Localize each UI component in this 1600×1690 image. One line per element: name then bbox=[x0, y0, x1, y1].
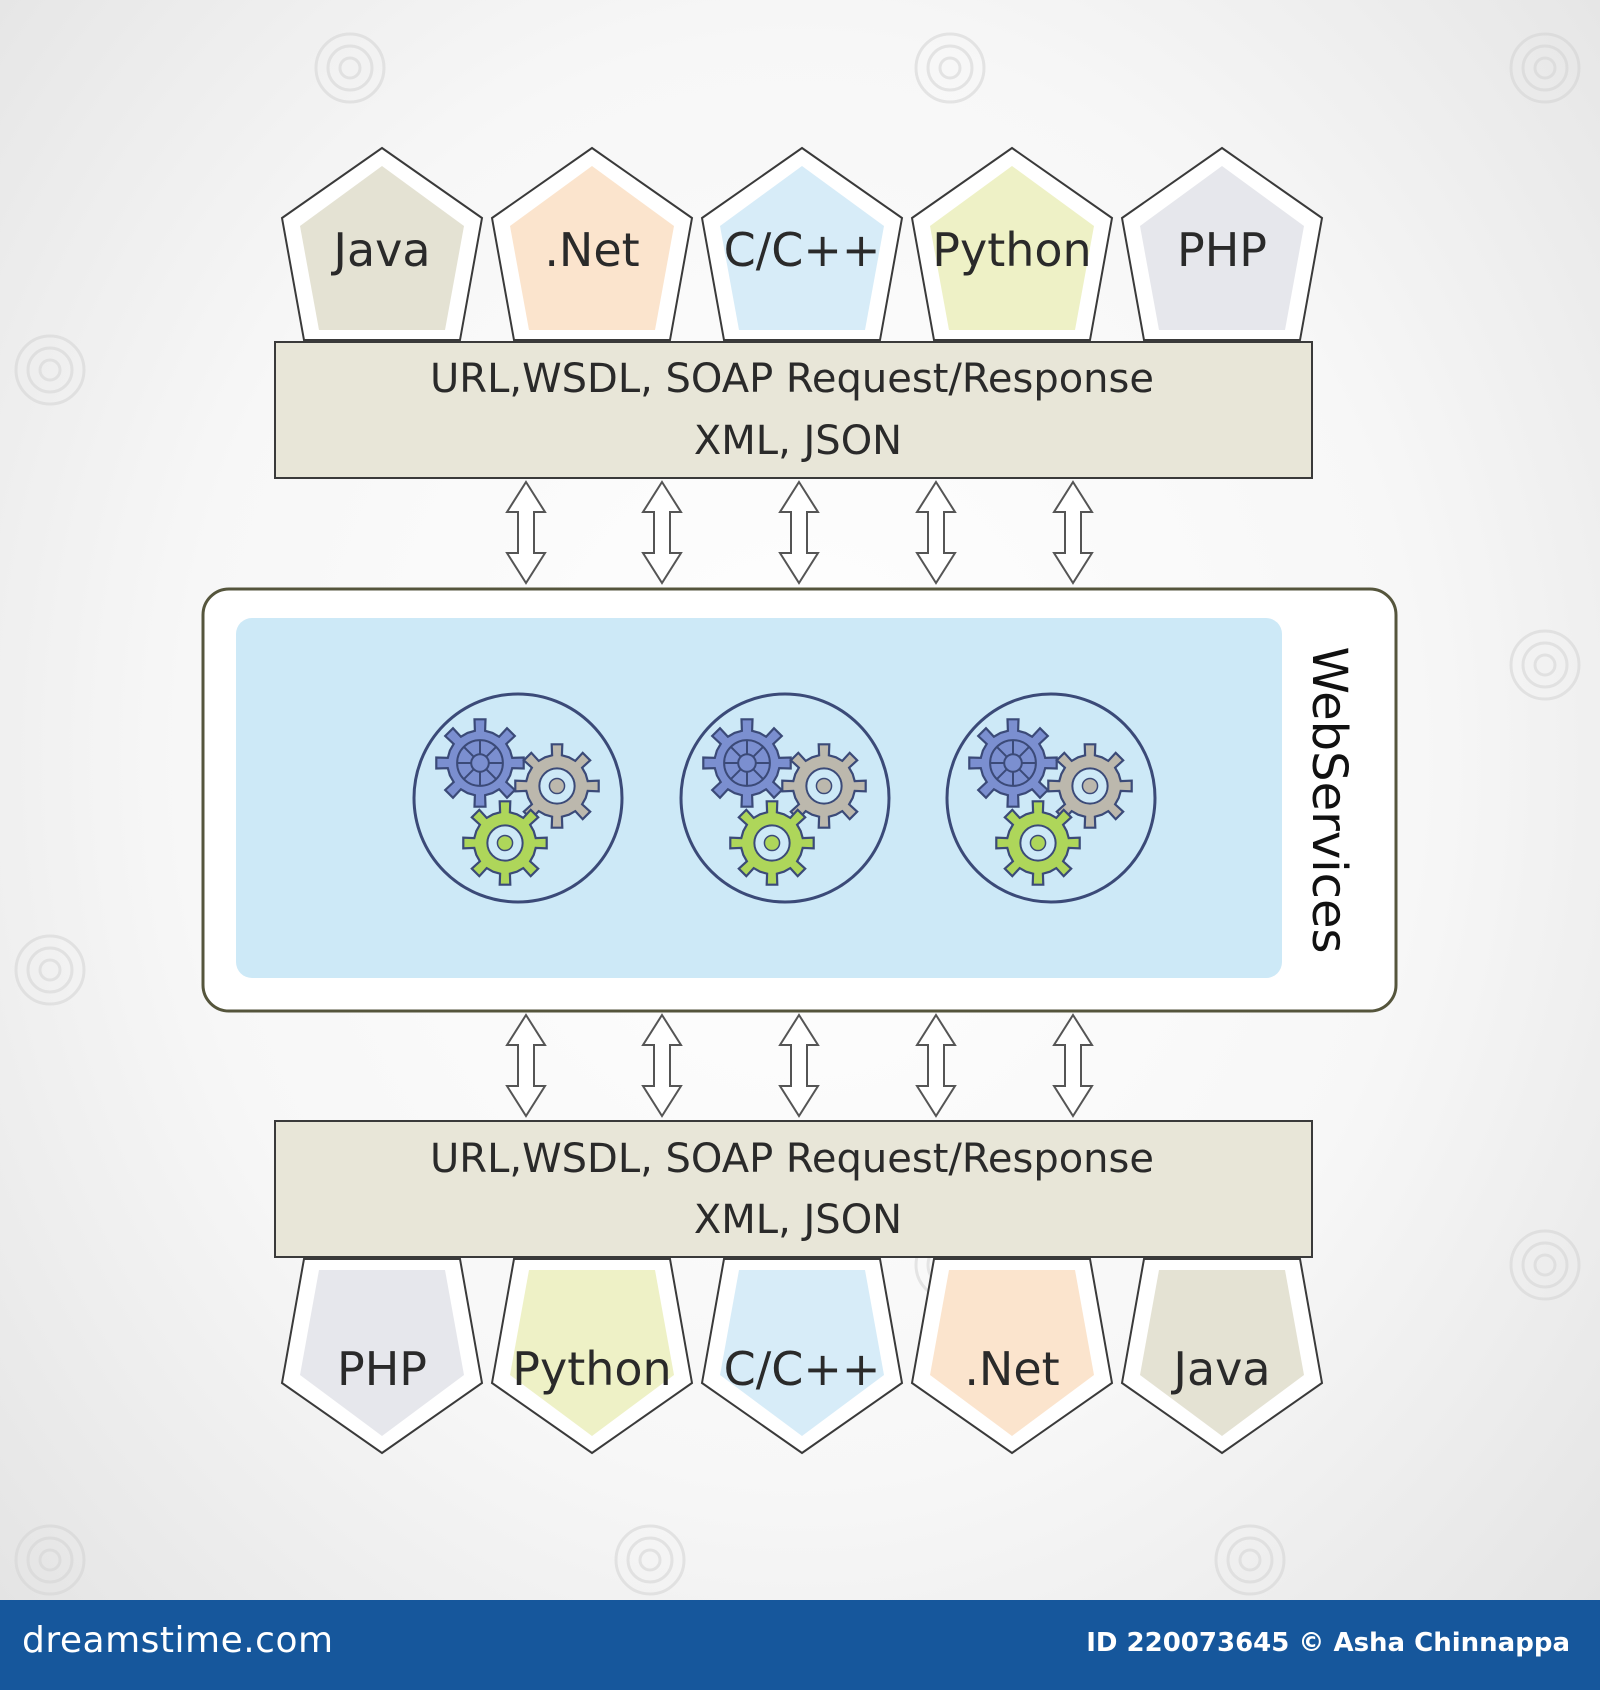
gears-icon bbox=[412, 692, 624, 904]
language-badge-php: PHP bbox=[1120, 146, 1324, 341]
language-badge-net: .Net bbox=[910, 1258, 1114, 1455]
top-protocol-line-1: URL,WSDL, SOAP Request/Response bbox=[430, 356, 1154, 402]
watermark-spiral-icon bbox=[14, 934, 86, 1006]
watermark-spiral-icon bbox=[1509, 629, 1581, 701]
language-label: C/C++ bbox=[724, 223, 881, 277]
top-language-row: Java .Net C/C++ Python PHP bbox=[280, 146, 1324, 341]
language-label: Java bbox=[1170, 1342, 1270, 1396]
language-label: .Net bbox=[544, 223, 639, 277]
watermark-spiral-icon bbox=[14, 334, 86, 406]
green-gear-icon bbox=[462, 800, 548, 886]
language-badge-net: .Net bbox=[490, 146, 694, 341]
language-label: Python bbox=[512, 1342, 671, 1396]
blue-gear-icon bbox=[968, 718, 1058, 808]
double-arrow-icon bbox=[505, 480, 547, 585]
language-label: .Net bbox=[964, 1342, 1059, 1396]
watermark-spiral-icon bbox=[1509, 32, 1581, 104]
watermark-spiral-icon bbox=[914, 32, 986, 104]
bottom-protocol-box: URL,WSDL, SOAP Request/Response XML, JSO… bbox=[274, 1120, 1313, 1258]
green-gear-icon bbox=[729, 800, 815, 886]
language-label: PHP bbox=[1177, 223, 1267, 277]
language-label: C/C++ bbox=[724, 1342, 881, 1396]
watermark-spiral-icon bbox=[1509, 1229, 1581, 1301]
double-arrow-icon bbox=[915, 480, 957, 585]
language-badge-cc: C/C++ bbox=[700, 1258, 904, 1455]
footer-credit: ID 220073645 © Asha Chinnappa bbox=[1086, 1628, 1570, 1658]
bottom-language-row: PHP Python C/C++ .Net Java bbox=[280, 1258, 1324, 1455]
double-arrow-icon bbox=[641, 1013, 683, 1118]
gray-gear-icon bbox=[1047, 743, 1133, 829]
double-arrow-icon bbox=[641, 480, 683, 585]
footer-logo: dreamstime.com bbox=[22, 1620, 334, 1661]
top-protocol-box: URL,WSDL, SOAP Request/Response XML, JSO… bbox=[274, 341, 1313, 479]
language-badge-java: Java bbox=[280, 146, 484, 341]
double-arrow-icon bbox=[1052, 1013, 1094, 1118]
gears-icon bbox=[679, 692, 891, 904]
blue-gear-icon bbox=[702, 718, 792, 808]
double-arrow-icon bbox=[915, 1013, 957, 1118]
language-badge-cc: C/C++ bbox=[700, 146, 904, 341]
gray-gear-icon bbox=[781, 743, 867, 829]
gears-icon bbox=[945, 692, 1157, 904]
green-gear-icon bbox=[995, 800, 1081, 886]
gray-gear-icon bbox=[514, 743, 600, 829]
double-arrow-icon bbox=[505, 1013, 547, 1118]
watermark-spiral-icon bbox=[1214, 1524, 1286, 1596]
language-badge-java: Java bbox=[1120, 1258, 1324, 1455]
language-badge-python: Python bbox=[490, 1258, 694, 1455]
language-badge-python: Python bbox=[910, 146, 1114, 341]
bottom-arrow-row bbox=[505, 1013, 1094, 1118]
gear-group-row bbox=[412, 692, 1157, 904]
double-arrow-icon bbox=[778, 480, 820, 585]
double-arrow-icon bbox=[778, 1013, 820, 1118]
bottom-protocol-line-1: URL,WSDL, SOAP Request/Response bbox=[430, 1136, 1154, 1182]
footer-bar: dreamstime.com ID 220073645 © Asha Chinn… bbox=[0, 1600, 1600, 1690]
webservices-label: WebServices bbox=[1301, 646, 1357, 953]
watermark-spiral-icon bbox=[314, 32, 386, 104]
top-arrow-row bbox=[505, 480, 1094, 585]
language-label: Java bbox=[330, 223, 430, 277]
blue-gear-icon bbox=[435, 718, 525, 808]
watermark-spiral-icon bbox=[14, 1524, 86, 1596]
watermark-spiral-icon bbox=[614, 1524, 686, 1596]
language-label: Python bbox=[932, 223, 1091, 277]
bottom-protocol-line-2: XML, JSON bbox=[694, 1197, 902, 1243]
top-protocol-line-2: XML, JSON bbox=[694, 418, 902, 464]
language-badge-php: PHP bbox=[280, 1258, 484, 1455]
language-label: PHP bbox=[337, 1342, 427, 1396]
double-arrow-icon bbox=[1052, 480, 1094, 585]
